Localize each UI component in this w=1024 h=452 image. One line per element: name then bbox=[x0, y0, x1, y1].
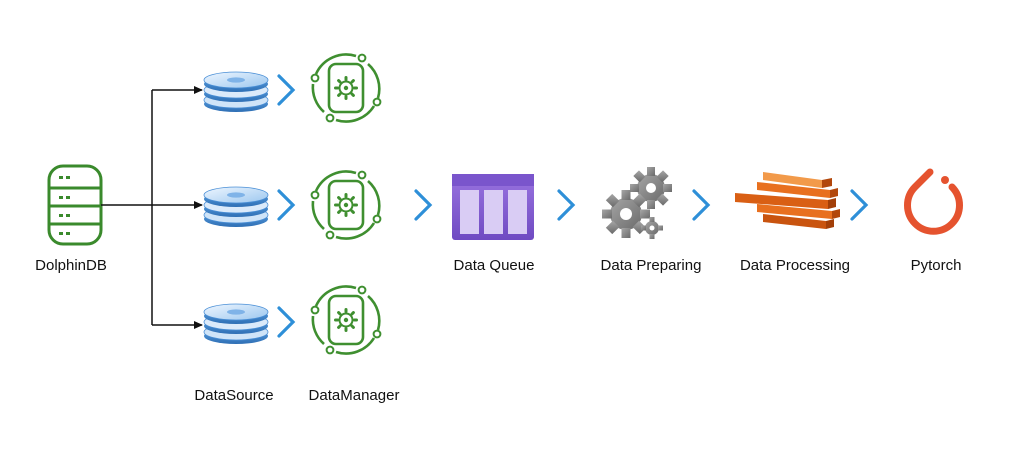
gear-chip-icon bbox=[312, 54, 381, 121]
database-icon bbox=[47, 164, 103, 246]
pytorch-icon bbox=[904, 168, 963, 235]
gear-chip-icon bbox=[312, 171, 381, 238]
chevron-right-icon bbox=[414, 189, 432, 221]
label-data-queue: Data Queue bbox=[453, 257, 535, 274]
label-datamanager: DataManager bbox=[308, 387, 400, 404]
label-pytorch: Pytorch bbox=[910, 257, 962, 274]
gears-icon bbox=[602, 167, 672, 239]
chevron-right-icon bbox=[277, 74, 295, 106]
connector-lines bbox=[101, 86, 203, 329]
chevron-right-icon bbox=[692, 189, 710, 221]
disk-stack-icon bbox=[203, 303, 269, 345]
label-data-processing: Data Processing bbox=[739, 257, 851, 274]
chevron-right-icon bbox=[277, 189, 295, 221]
label-datasource: DataSource bbox=[194, 387, 274, 404]
label-dolphindb: DolphinDB bbox=[35, 257, 107, 274]
chevron-right-icon bbox=[557, 189, 575, 221]
disk-stack-icon bbox=[203, 71, 269, 113]
layered-blocks-icon bbox=[735, 172, 840, 229]
chevron-right-icon bbox=[277, 306, 295, 338]
label-data-preparing: Data Preparing bbox=[600, 257, 702, 274]
chevron-right-icon bbox=[850, 189, 868, 221]
gear-chip-icon bbox=[312, 286, 381, 353]
disk-stack-icon bbox=[203, 186, 269, 228]
queue-icon bbox=[452, 174, 534, 240]
